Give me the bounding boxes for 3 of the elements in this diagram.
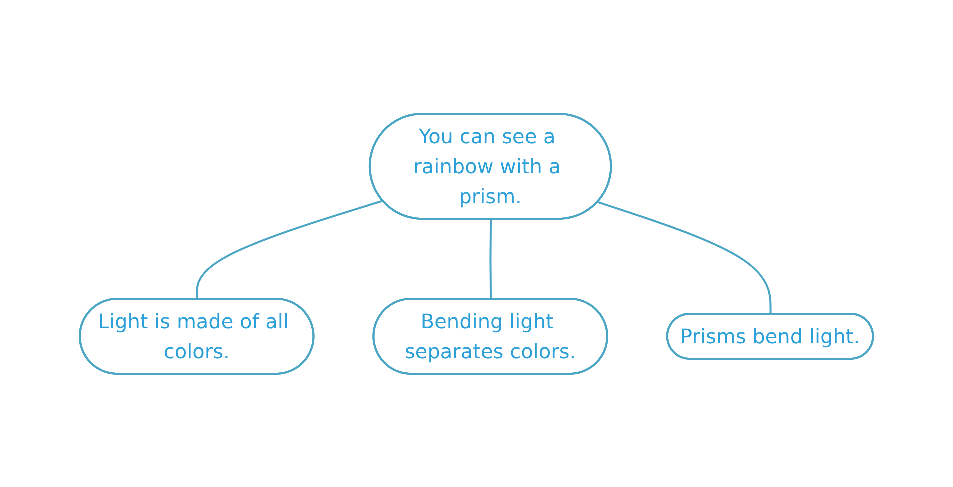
connector (490, 218, 492, 299)
connector (196, 200, 384, 299)
connector (598, 200, 772, 314)
